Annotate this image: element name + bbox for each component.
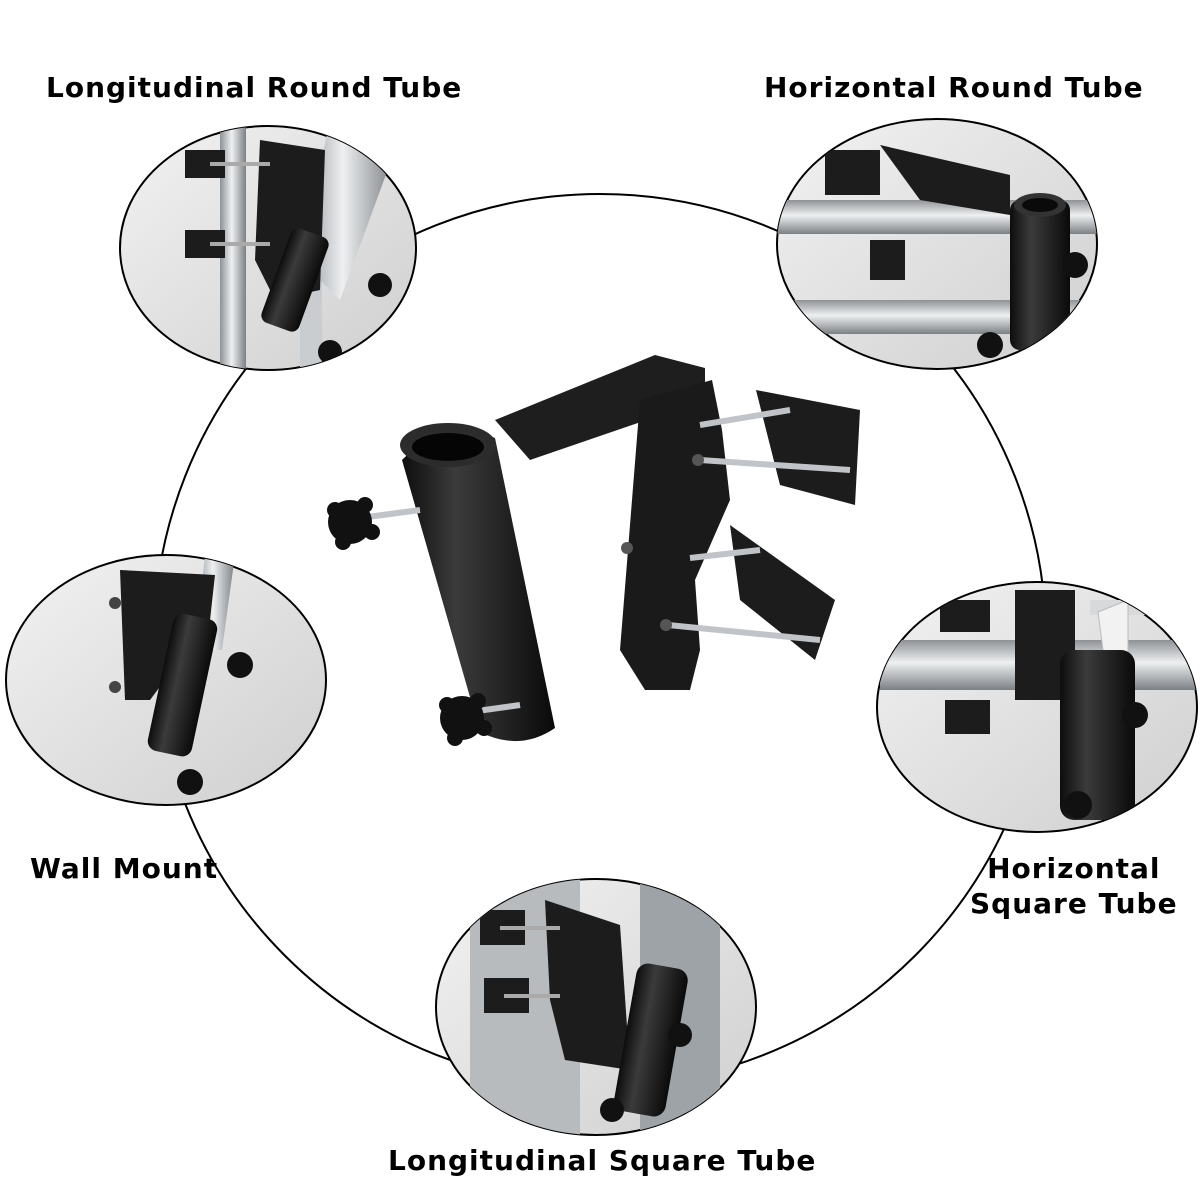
photo-horizontal-round-tube	[776, 118, 1098, 370]
label-horizontal-square-tube-line1: Horizontal	[987, 852, 1161, 885]
photo-longitudinal-round-tube	[119, 125, 417, 371]
photo-horizontal-square-tube	[876, 581, 1198, 833]
label-wall-mount: Wall Mount	[30, 852, 219, 885]
label-horizontal-round-tube: Horizontal Round Tube	[764, 71, 1144, 104]
label-longitudinal-round-tube: Longitudinal Round Tube	[46, 71, 463, 104]
label-horizontal-square-tube: Horizontal Square Tube	[970, 851, 1178, 921]
label-longitudinal-square-tube: Longitudinal Square Tube	[388, 1144, 817, 1177]
central-bracket	[327, 355, 860, 746]
label-horizontal-square-tube-line2: Square Tube	[970, 887, 1178, 920]
photo-wall-mount	[5, 554, 327, 806]
photo-longitudinal-square-tube	[435, 878, 757, 1136]
